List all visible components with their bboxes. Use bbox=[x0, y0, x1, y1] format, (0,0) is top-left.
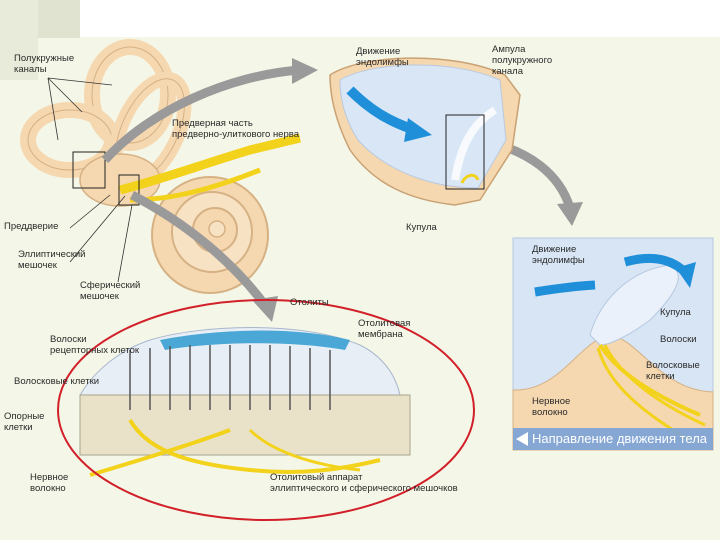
label-endolymph-motion: Движение эндолимфы bbox=[356, 46, 409, 68]
label-receptor-hairs: Волоски рецепторных клеток bbox=[50, 334, 140, 356]
label-semicircular-canals: Полукружные каналы bbox=[14, 53, 75, 75]
vestibular-nerve bbox=[118, 133, 302, 195]
label-nerve-fiber: Нервное волокно bbox=[30, 472, 69, 494]
label-ampulla: Ампула полукружного канала bbox=[492, 44, 553, 77]
label-endolymph-motion-2: Движение эндолимфы bbox=[532, 244, 585, 266]
label-cupula-top: Купула bbox=[406, 222, 437, 233]
label-vestibule: Преддверие bbox=[4, 221, 59, 232]
inner-ear-illustration bbox=[20, 39, 302, 294]
label-saccule: Сферический мешочек bbox=[80, 280, 141, 302]
left-arrow-icon bbox=[516, 432, 528, 446]
label-nerve-fiber-right: Нервное волокно bbox=[532, 396, 571, 418]
left-pointer-lines bbox=[47, 77, 133, 283]
cupula-detail-panel bbox=[512, 237, 714, 451]
endolymph-arrow-left bbox=[534, 280, 596, 297]
cochlea-apex bbox=[208, 220, 226, 238]
canal-anterior-edge bbox=[91, 46, 169, 144]
highlight-ellipse bbox=[57, 299, 475, 521]
ampulla-illustration bbox=[329, 57, 521, 206]
label-hairs-right: Волоски bbox=[660, 334, 697, 345]
label-cupula-right: Купула bbox=[660, 307, 691, 318]
macula-box bbox=[118, 174, 140, 206]
label-vestibular-nerve: Предверная часть предверно-улиткового не… bbox=[172, 118, 299, 140]
gray-pointer-arrows bbox=[101, 58, 583, 322]
label-otoliths: Отолиты bbox=[290, 297, 329, 308]
label-otolith-apparatus: Отолитовый аппарат эллиптического и сфер… bbox=[270, 472, 458, 494]
label-utricle: Эллиптический мешочек bbox=[18, 249, 86, 271]
label-hair-cells-right: Волосковые клетки bbox=[646, 360, 700, 382]
label-body-direction: Направление движения тела bbox=[532, 431, 708, 446]
label-hair-cells: Волосковые клетки bbox=[14, 376, 100, 387]
corner-decoration-vertical bbox=[0, 0, 38, 80]
label-support-cells: Опорные клетки bbox=[4, 411, 45, 433]
label-otolith-membrane: Отолитовая мембрана bbox=[358, 318, 411, 340]
body-direction-bar bbox=[513, 428, 713, 450]
ampulla-box bbox=[72, 151, 106, 189]
otolith-illustration bbox=[79, 327, 411, 477]
